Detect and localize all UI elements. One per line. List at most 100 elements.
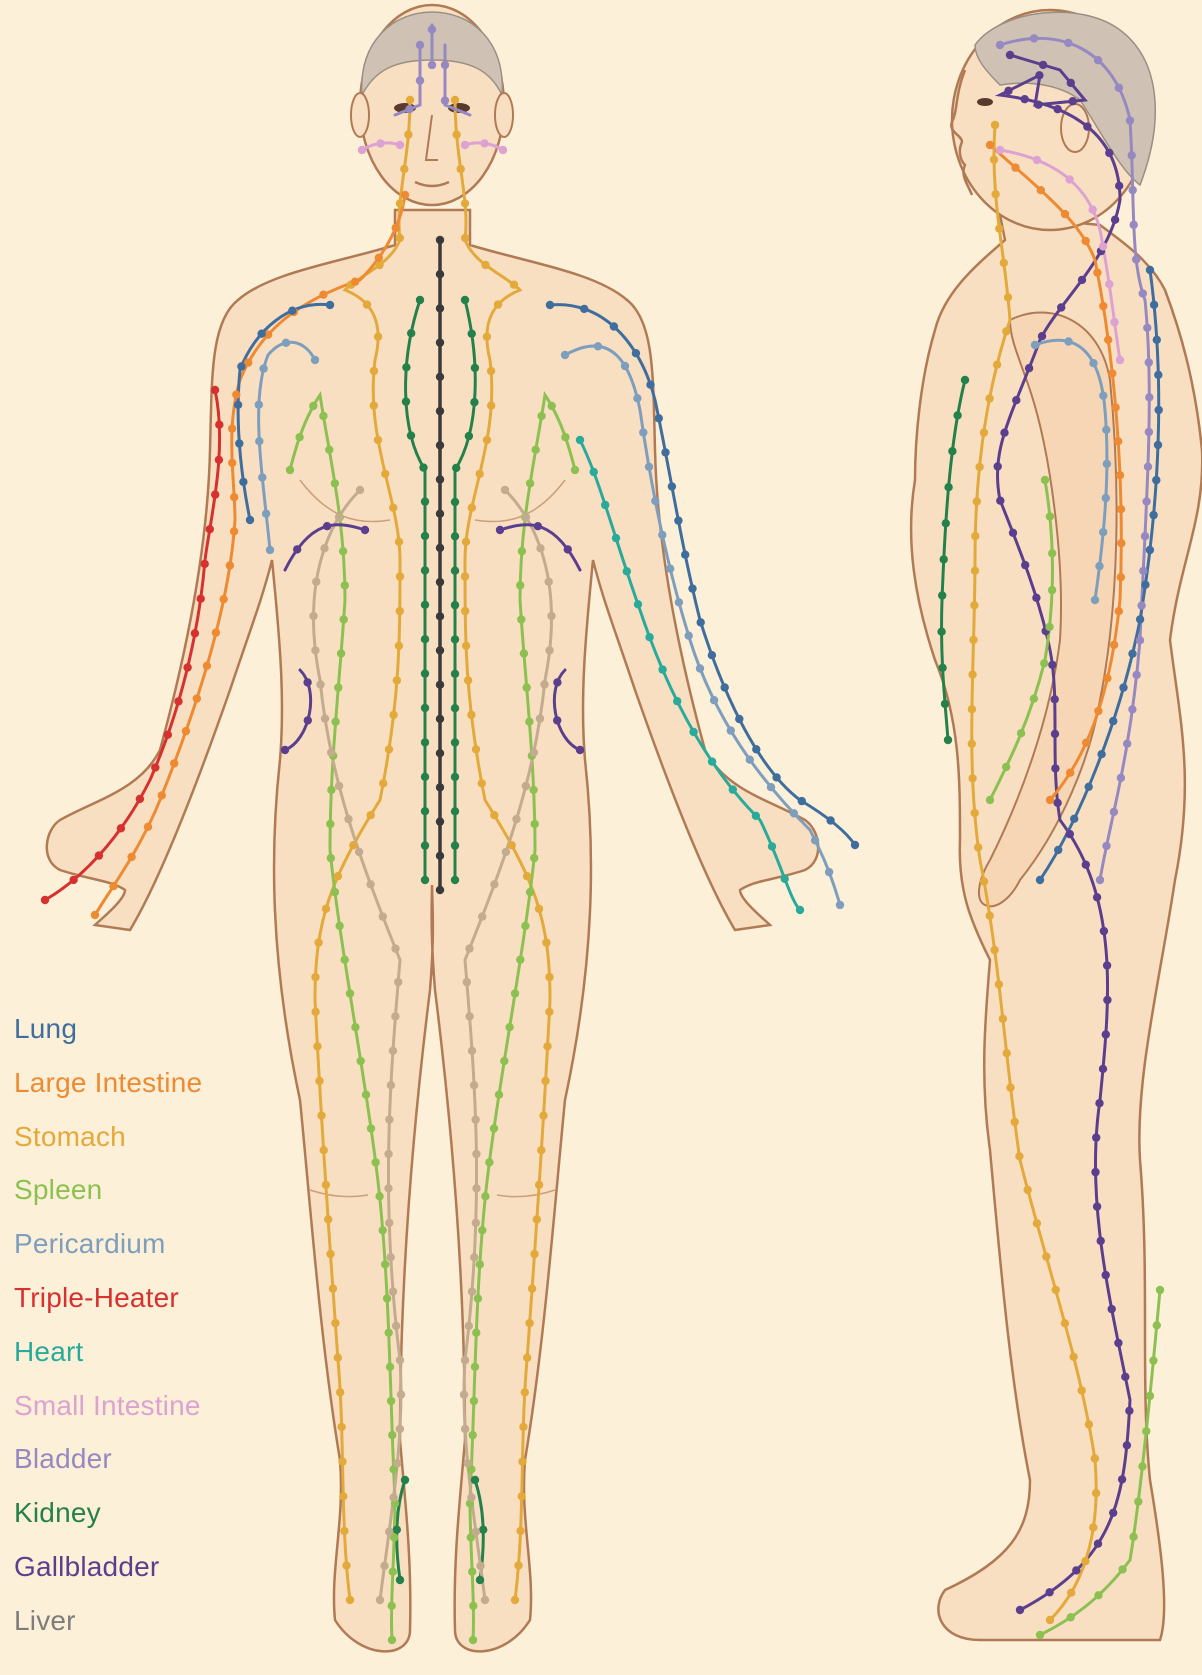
acupoint [321, 714, 329, 722]
acupoint [476, 1562, 484, 1570]
acupoint [315, 1077, 323, 1085]
acupoint [1036, 876, 1044, 884]
acupoint [825, 868, 833, 876]
acupoint [940, 555, 948, 563]
acupoint [228, 424, 236, 432]
acupoint [421, 497, 429, 505]
acupoint [91, 911, 99, 919]
acupoint [428, 61, 436, 69]
acupoint [1118, 1565, 1126, 1573]
acupoint [1110, 808, 1118, 816]
acupoint [282, 339, 290, 347]
acupoint [370, 367, 378, 375]
acupoint [396, 234, 404, 242]
acupoint [303, 678, 311, 686]
acupoint [1065, 175, 1073, 183]
acupoint [675, 598, 683, 606]
acupoint [495, 1091, 503, 1099]
acupoint [1006, 1083, 1014, 1091]
acupoint [388, 1636, 396, 1644]
acupoint [389, 1047, 397, 1055]
acupoint [1041, 476, 1049, 484]
acupoint [968, 705, 976, 713]
acupoint [304, 716, 312, 724]
acupoint [1016, 1606, 1024, 1614]
acupoint [610, 322, 618, 330]
acupoint [461, 234, 469, 242]
acupoint [358, 146, 366, 154]
acupoint [334, 1354, 342, 1362]
acupoint [505, 1023, 513, 1031]
acupoint [521, 1388, 529, 1396]
acupoint [986, 141, 994, 149]
acupoint [1153, 1321, 1161, 1329]
acupoint [545, 578, 553, 586]
side-eye [977, 98, 993, 106]
acupoint [1051, 695, 1059, 703]
acupoint [594, 342, 602, 350]
acupoint [1117, 539, 1125, 547]
acupoint [1017, 729, 1025, 737]
acupoint [1072, 1566, 1080, 1574]
acupoint [1145, 393, 1153, 401]
acupoint [571, 466, 579, 474]
acupoint [512, 815, 520, 823]
acupoint [487, 401, 495, 409]
acupoint [1078, 276, 1086, 284]
acupoint [1111, 403, 1119, 411]
acupoint [530, 1250, 538, 1258]
acupoint [1003, 1049, 1011, 1057]
acupoint [255, 437, 263, 445]
acupoint [1102, 426, 1110, 434]
acupoint [470, 1081, 478, 1089]
acupoint [520, 649, 528, 657]
acupoint [311, 646, 319, 654]
legend-item-small-intestine: Small Intestine [14, 1379, 202, 1433]
acupoint [651, 497, 659, 505]
acupoint [1061, 1319, 1069, 1327]
acupoint [1137, 601, 1145, 609]
acupoint [1064, 39, 1072, 47]
acupoint [357, 1057, 365, 1065]
acupoint [436, 373, 444, 381]
acupoint [522, 782, 530, 790]
acupoint [1116, 356, 1124, 364]
acupoint [339, 1492, 347, 1500]
acupoint [468, 330, 476, 338]
acupoint [511, 1596, 519, 1604]
legend-item-triple-heater: Triple-Heater [14, 1271, 202, 1325]
acupoint [781, 875, 789, 883]
acupoint [1094, 707, 1102, 715]
acupoint [521, 922, 529, 930]
acupoint [379, 912, 387, 920]
acupoint [436, 578, 444, 586]
acupoint [1038, 332, 1046, 340]
acupoint [1128, 705, 1136, 713]
acupoint [1115, 84, 1123, 92]
acupoint [339, 547, 347, 555]
acupoint [1040, 659, 1048, 667]
acupoint [1099, 392, 1107, 400]
acupoint [392, 224, 400, 232]
meridian-legend: Lung Large Intestine Stomach Spleen Peri… [14, 1002, 202, 1648]
acupoint [500, 1057, 508, 1065]
acupoint [465, 1012, 473, 1020]
acupoint [1000, 259, 1008, 267]
acupoint [548, 402, 556, 410]
acupoint [385, 1219, 393, 1227]
acupoint [1048, 549, 1056, 557]
acupoint [379, 779, 387, 787]
acupoint [376, 1596, 384, 1604]
acupoint [1048, 661, 1056, 669]
acupoint [1099, 1065, 1107, 1073]
acupoint [309, 402, 317, 410]
acupoint [342, 1561, 350, 1569]
acupoint [490, 811, 498, 819]
acupoint [1091, 1168, 1099, 1176]
acupoint [721, 683, 729, 691]
acupoint [1021, 561, 1029, 569]
acupoint [1133, 671, 1141, 679]
acupoint [461, 1425, 469, 1433]
acupoint [526, 479, 534, 487]
acupoint [1097, 1237, 1105, 1245]
